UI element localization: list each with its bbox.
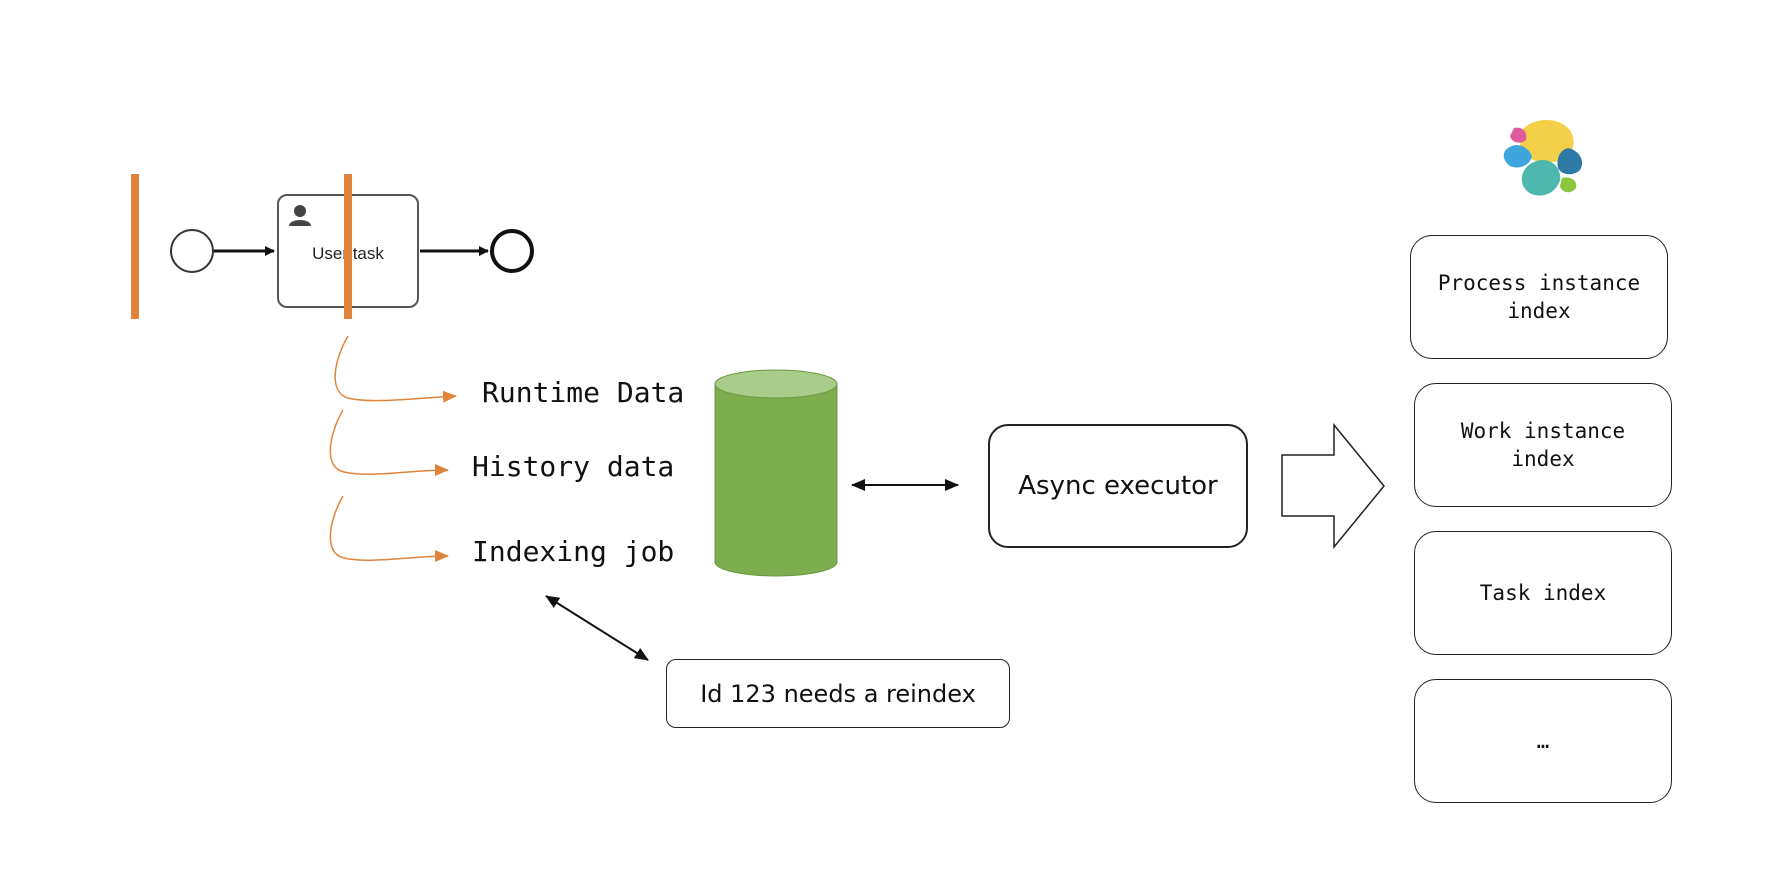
reindex-note-box[interactable]: Id 123 needs a reindex	[666, 659, 1010, 728]
database-cylinder	[714, 369, 838, 577]
process-instance-index-label: Process instance index	[1437, 271, 1641, 323]
user-icon	[289, 205, 311, 226]
start-event	[170, 229, 214, 273]
async-executor-label: Async executor	[1018, 471, 1218, 501]
transaction-boundary-left	[131, 174, 139, 319]
indexing-job-label: Indexing job	[472, 535, 675, 568]
work-instance-index-box[interactable]: Work instance index	[1414, 383, 1672, 507]
orange-arrow-runtime	[334, 335, 457, 403]
indexing-reindex-arrow	[545, 595, 649, 661]
task-index-label: Task index	[1479, 581, 1607, 605]
orange-arrow-history	[329, 409, 449, 477]
async-executor-box[interactable]: Async executor	[988, 424, 1248, 548]
block-arrow	[1281, 422, 1385, 550]
task-index-box[interactable]: Task index	[1414, 531, 1672, 655]
transaction-boundary-right	[344, 174, 352, 319]
reindex-note-label: Id 123 needs a reindex	[700, 679, 976, 708]
end-event	[490, 229, 534, 273]
work-instance-index-label: Work instance index	[1460, 419, 1626, 471]
more-index-box[interactable]: …	[1414, 679, 1672, 803]
process-instance-index-box[interactable]: Process instance index	[1410, 235, 1668, 359]
history-data-label: History data	[472, 450, 675, 483]
runtime-data-label: Runtime Data	[482, 376, 685, 409]
orange-arrow-indexing	[329, 495, 449, 563]
elasticsearch-logo-icon	[1503, 119, 1583, 196]
more-index-label: …	[1536, 729, 1550, 753]
